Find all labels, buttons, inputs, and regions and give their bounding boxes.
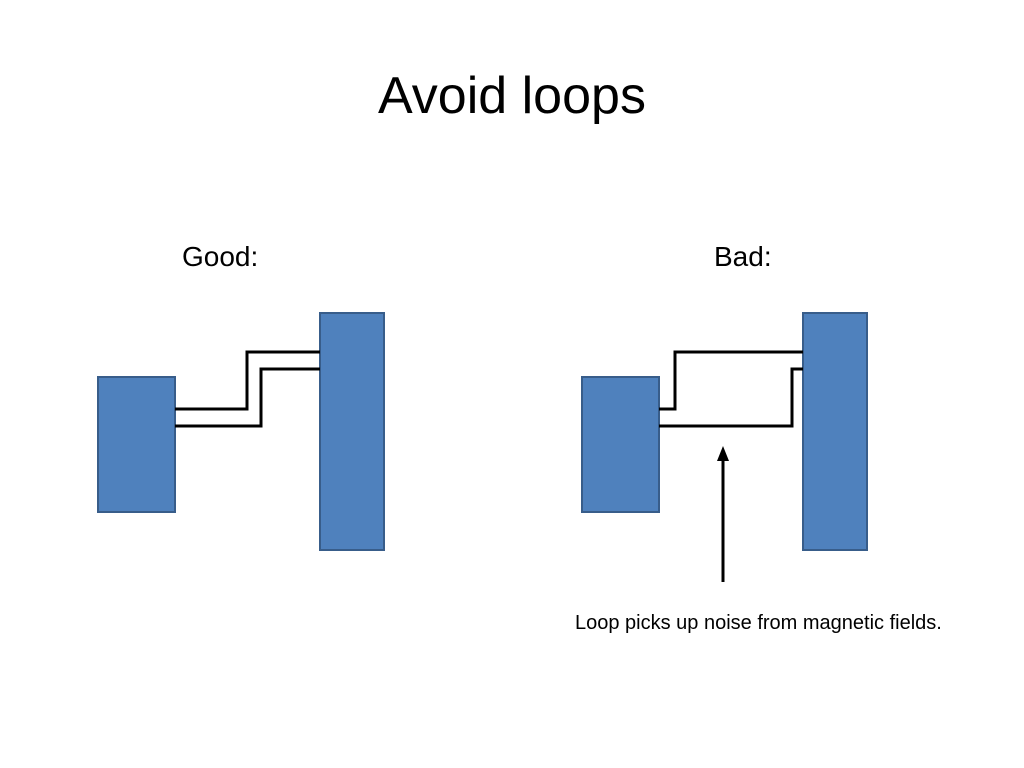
- bad-label: Bad:: [714, 241, 772, 272]
- bad-example: [581, 312, 868, 582]
- good-wire-bottom: [175, 367, 320, 428]
- bad-wire-top: [659, 350, 803, 411]
- good-label: Good:: [182, 241, 259, 272]
- good-example: [97, 312, 385, 551]
- bad-right-block: [802, 312, 868, 551]
- good-right-block: [319, 312, 385, 551]
- good-left-block: [97, 376, 176, 513]
- good-wire-top: [175, 350, 320, 411]
- bad-left-block: [581, 376, 660, 513]
- loop-pointer-arrow-head: [717, 446, 729, 461]
- bad-wire-bottom: [659, 367, 803, 428]
- slide-title: Avoid loops: [378, 67, 646, 125]
- loop-caption: Loop picks up noise from magnetic fields…: [575, 612, 942, 634]
